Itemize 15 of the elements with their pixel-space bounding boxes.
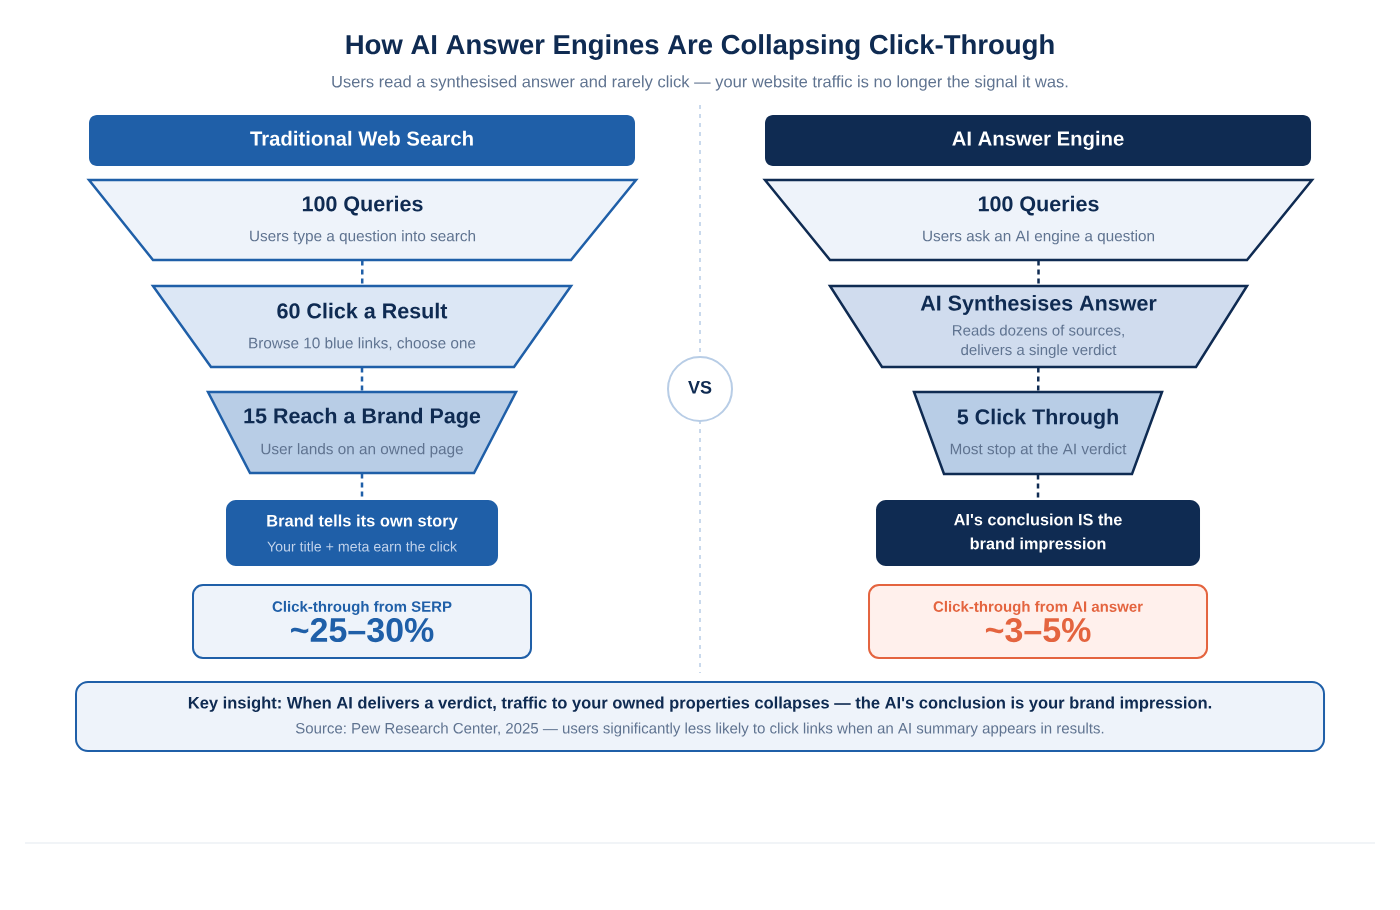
insight-box: Key insight: When AI delivers a verdict, traffic to your owned properties collapses — the AI's conclusion is your brand impression. Source: Pew Research Center, 2025 — users significantly less likely to click links when an AI summary appears in results. <box>75 681 1325 752</box>
stat-card: Click-through from AI answer ~3–5% <box>868 584 1208 659</box>
callout-box: Brand tells its own story Your title + meta earn the click <box>226 500 498 566</box>
column-header: AI Answer Engine <box>765 115 1311 166</box>
stat-card: Click-through from SERP ~25–30% <box>192 584 532 659</box>
dashed-connector <box>360 367 364 392</box>
title: How AI Answer Engines Are Collapsing Click-Through <box>346 34 1054 60</box>
dashed-connector <box>360 260 364 286</box>
subtitle: Users read a synthesised answer and rarely click — your website traffic is no longer the signal it was. <box>332 75 1068 91</box>
callout-box: AI's conclusion IS the brand impression <box>876 500 1200 566</box>
dashed-connector <box>1036 367 1040 392</box>
dashed-connector <box>1036 474 1040 500</box>
column-header: Traditional Web Search <box>89 115 635 166</box>
dashed-connector <box>1037 260 1040 286</box>
funnel-stage: 5 Click Through Most stop at the AI verdict <box>912 390 1164 476</box>
